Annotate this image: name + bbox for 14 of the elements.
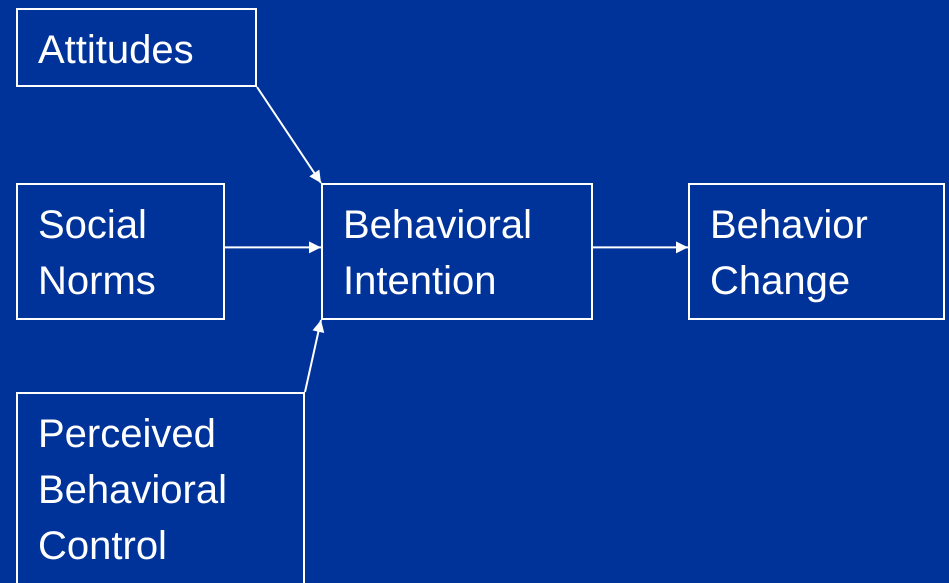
process-box bbox=[16, 183, 225, 320]
process-box bbox=[688, 183, 945, 320]
arrow bbox=[225, 241, 321, 254]
process-box bbox=[321, 183, 593, 320]
arrow bbox=[256, 86, 322, 184]
box-label: Behavior Change bbox=[710, 202, 869, 305]
box-label: Attitudes bbox=[38, 27, 195, 74]
process-box bbox=[16, 392, 305, 583]
box-label: Perceived Behavioral Control bbox=[38, 411, 228, 570]
arrow bbox=[593, 241, 688, 254]
box-label: Behavioral Intention bbox=[343, 202, 534, 305]
arrow bbox=[304, 320, 324, 392]
process-box bbox=[16, 8, 257, 87]
box-label: Social Norms bbox=[38, 202, 157, 305]
